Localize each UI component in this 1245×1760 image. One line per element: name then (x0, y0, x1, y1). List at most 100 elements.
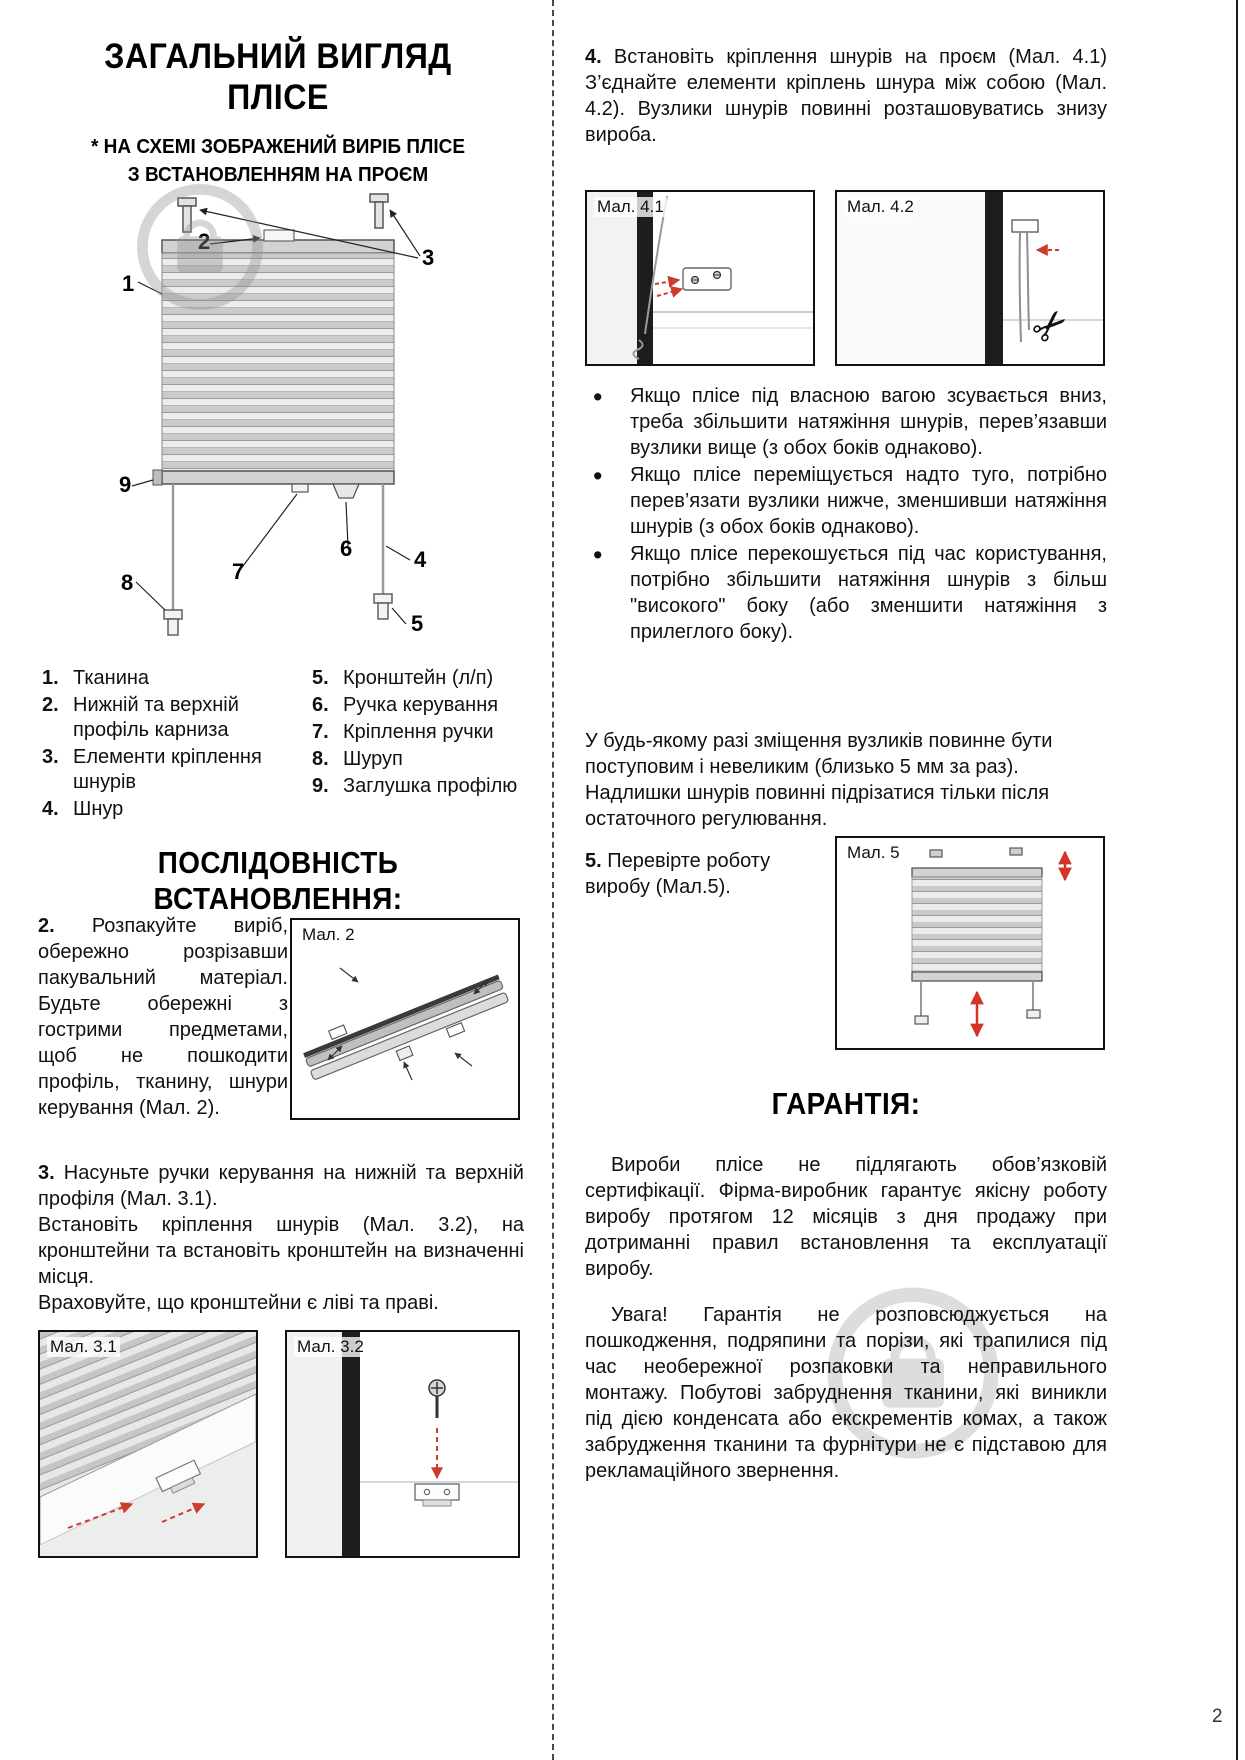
page-edge-line (1236, 0, 1238, 1760)
step-4-text: Встановіть кріплення шнурів на проєм (Ма… (585, 46, 1107, 146)
legend-item-label: Ручка керування (343, 694, 499, 716)
column-divider (552, 0, 554, 1760)
step-3-number: 3. (38, 1162, 55, 1184)
figure-2-box: Мал. 2 (290, 918, 520, 1120)
legend-item-number: 2. (42, 694, 59, 716)
callout-3: 3 (422, 245, 434, 270)
bottom-profile (911, 971, 1043, 982)
figure-5-box: Мал. 5 (835, 836, 1105, 1050)
profile-end-cap (152, 469, 163, 486)
figure-3-2-diagram (287, 1332, 518, 1556)
bullet-item: Якщо плісе переміщується надто туго, пот… (585, 459, 1107, 540)
bracket (682, 267, 732, 291)
red-arrow-icon (67, 1502, 206, 1529)
legend-item-number: 3. (42, 746, 59, 768)
legend-item-number: 7. (312, 721, 329, 743)
bottom-profile (161, 470, 395, 485)
legend-item: 6. Ручка керування (312, 693, 534, 718)
bracket (414, 1483, 460, 1507)
figure-3-2-box: Мал. 3.2 (285, 1330, 520, 1558)
step-5-number: 5. (585, 850, 602, 872)
step-5-text: Перевірте роботу виробу (Мал.5). (585, 850, 771, 898)
legend-item-number: 9. (312, 775, 329, 797)
step-3-part1: 3. Насуньте ручки керування на нижній та… (38, 1160, 524, 1212)
figure-4-2-box: Мал. 4.2 ✂ (835, 190, 1105, 366)
assembly-arrows (327, 967, 489, 1081)
top-profile (911, 867, 1043, 878)
legend-item: 5. Кронштейн (л/п) (312, 666, 534, 691)
cord-coil (632, 339, 644, 360)
legend-item-label: Кріплення ручки (343, 721, 494, 743)
legend-item: 2. Нижній та верхній профіль карниза (42, 693, 280, 743)
legend-item-label: Шнур (73, 798, 124, 820)
warranty-title: ГАРАНТІЯ: (771, 1086, 921, 1121)
legend-item: 7. Кріплення ручки (312, 720, 534, 745)
callout-1: 1 (122, 271, 134, 296)
legend-item-number: 6. (312, 694, 329, 716)
callout-numbers: 1 2 3 4 5 6 7 8 9 (119, 229, 434, 636)
screw-icon (428, 1379, 446, 1418)
legend-item: 4. Шнур (42, 797, 280, 822)
cord-line (1026, 231, 1030, 331)
bracket (155, 1459, 202, 1494)
figure-4-1-diagram (587, 192, 813, 364)
callout-5: 5 (411, 611, 423, 636)
blind-overview-diagram: 1 2 3 4 5 6 7 8 9 (119, 193, 434, 636)
callout-7: 7 (232, 559, 244, 584)
frame-band (40, 1393, 256, 1546)
step-4-number: 4. (585, 46, 602, 68)
legend-item: 8. Шуруп (312, 747, 534, 772)
figure-4-2-label: Мал. 4.2 (844, 197, 917, 217)
legend-item-label: Шуруп (343, 748, 403, 770)
page-number: 2 (1212, 1706, 1223, 1727)
section-title-installation: ПОСЛІДОВНІСТЬ ВСТАНОВЛЕННЯ: (153, 845, 403, 916)
top-brackets (177, 193, 389, 233)
figure-4-2-diagram: ✂ (837, 192, 1103, 364)
wall (287, 1332, 342, 1556)
top-brackets (929, 847, 1023, 858)
adjustment-note-line2: Надлишки шнурів повинні підрізатися тіль… (585, 782, 1050, 830)
legend-item-number: 1. (42, 667, 59, 689)
bottom-brackets (163, 593, 393, 636)
wall (587, 192, 637, 364)
cord-line (1018, 231, 1022, 343)
page-subtitle-line2: З ВСТАНОВЛЕННЯМ НА ПРОЄМ (127, 164, 429, 186)
legend-list-right: 5. Кронштейн (л/п) 6. Ручка керування 7.… (312, 666, 534, 801)
step-3-text3: Враховуйте, що кронштейни є ліві та прав… (38, 1292, 439, 1314)
figure-2-label: Мал. 2 (299, 925, 358, 945)
figure-5-diagram (911, 847, 1072, 1038)
page-subtitle: * НА СХЕМІ ЗОБРАЖЕНИЙ ВИРІБ ПЛІСЕ З ВСТА… (31, 133, 525, 189)
handle-mount (291, 483, 309, 493)
legend-item-label: Заглушка профілю (343, 775, 518, 797)
warranty-paragraph-2: Увага! Гарантія не розповсюджується на п… (585, 1304, 1107, 1482)
legend-item-label: Нижній та верхній профіль карниза (73, 694, 239, 741)
legend-item-label: Тканина (73, 667, 150, 689)
top-clip (263, 229, 295, 242)
figure-2-diagram (303, 967, 509, 1081)
figure-5-label: Мал. 5 (844, 843, 903, 863)
window-frame (637, 192, 653, 364)
legend-item-number: 8. (312, 748, 329, 770)
step-3-paragraph: 3. Насуньте ручки керування на нижній та… (38, 1160, 524, 1316)
callout-leader-lines (131, 207, 421, 625)
legend-list-left: 1. Тканина 2. Нижній та верхній профіль … (42, 666, 280, 824)
window-frame (342, 1332, 360, 1556)
callout-4: 4 (414, 547, 427, 572)
adjustment-note-line1: У будь-якому разі зміщення вузликів пови… (585, 730, 1053, 778)
callout-2: 2 (198, 229, 210, 254)
figure-3-1-diagram (40, 1332, 256, 1556)
bullet-item: Якщо плісе перекошується під час користу… (585, 538, 1107, 645)
control-handle (332, 483, 360, 499)
page-subtitle-line1: * НА СХЕМІ ЗОБРАЖЕНИЙ ВИРІБ ПЛІСЕ (90, 136, 466, 158)
figure-4-1-label: Мал. 4.1 (594, 197, 667, 217)
pleated-fabric (161, 252, 395, 472)
legend-item: 1. Тканина (42, 666, 280, 691)
legend-item-number: 5. (312, 667, 329, 689)
glass (837, 192, 985, 364)
callout-6: 6 (340, 536, 352, 561)
top-profile (161, 239, 395, 254)
figure-4-1-box: Мал. 4.1 (585, 190, 815, 366)
page-title-line1: ЗАГАЛЬНИЙ ВИГЛЯД (104, 37, 452, 76)
legend-item-label: Кронштейн (л/п) (343, 667, 494, 689)
